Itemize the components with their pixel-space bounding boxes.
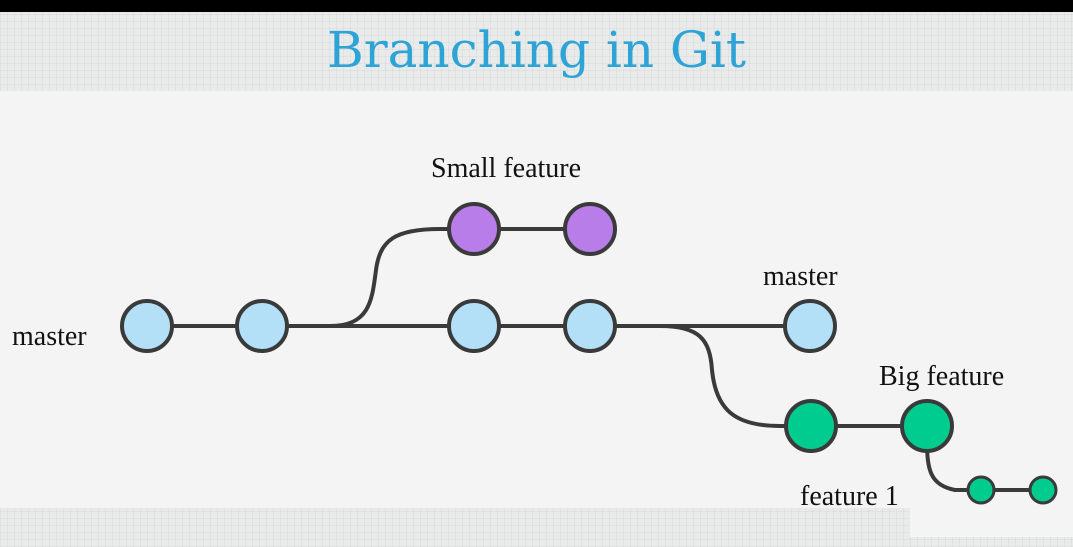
diagram-panel — [0, 91, 1073, 508]
big-feature-commit-2 — [900, 399, 954, 453]
master-commit-1 — [120, 299, 174, 353]
small-feature-branch-line — [328, 227, 592, 328]
master-commit-3 — [447, 299, 501, 353]
label-big-feature: Big feature — [879, 361, 1004, 392]
label-master-right: master — [763, 261, 838, 292]
top-bar — [0, 0, 1073, 12]
small-feature-commits — [447, 202, 617, 256]
label-master-left: master — [12, 321, 87, 352]
master-commit-5 — [783, 299, 837, 353]
big-feature-commits — [784, 399, 954, 453]
big-feature-branch-line — [658, 324, 929, 428]
slide-title: Branching in Git — [326, 21, 747, 79]
master-commit-2 — [235, 299, 289, 353]
feature-1-commits — [966, 475, 1058, 505]
feature-1-commit-1 — [966, 475, 996, 505]
small-feature-commit-1 — [447, 202, 501, 256]
edges — [145, 227, 1045, 492]
branch-labels: master Small feature master Big feature … — [12, 153, 1004, 512]
master-commits — [120, 299, 837, 353]
big-feature-commit-1 — [784, 399, 838, 453]
label-feature-1: feature 1 — [800, 481, 899, 512]
master-commit-4 — [563, 299, 617, 353]
diagram-panel-extension — [910, 505, 1073, 537]
label-small-feature: Small feature — [431, 153, 581, 184]
feature-1-commit-2 — [1028, 475, 1058, 505]
small-feature-commit-2 — [563, 202, 617, 256]
